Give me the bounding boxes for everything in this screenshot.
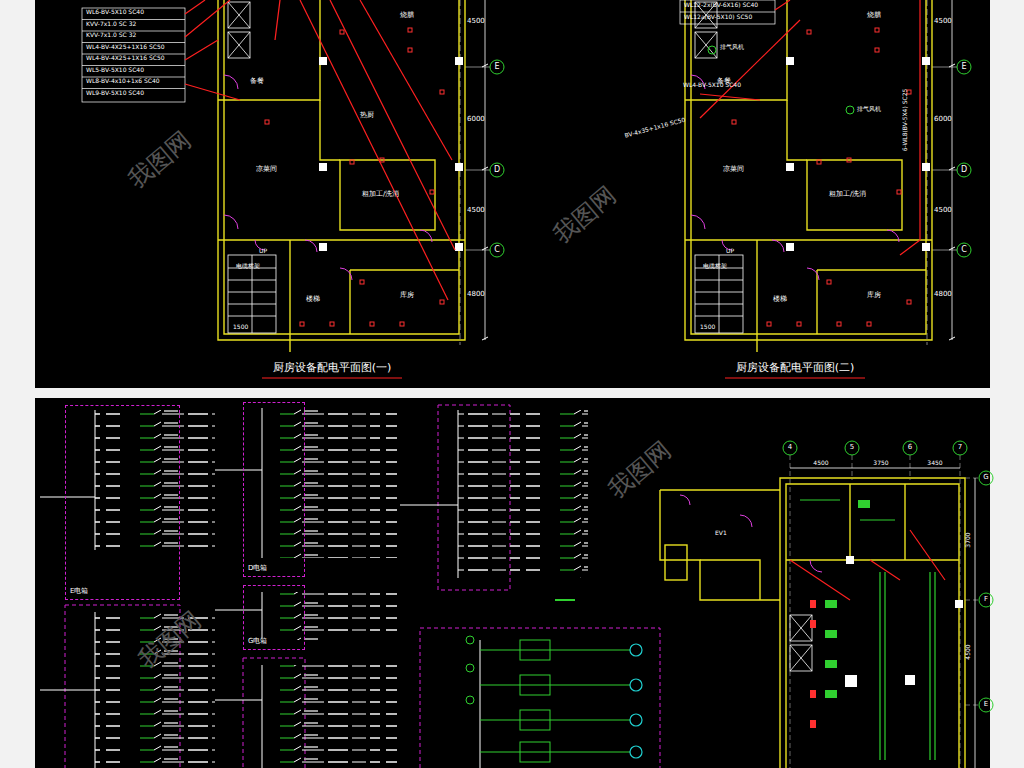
- cad-label: 备餐: [717, 78, 731, 86]
- distribution-box: D电箱: [243, 402, 305, 577]
- cad-label: WL4-BV-4X25+1X16 SC50: [86, 44, 165, 51]
- cad-label: C: [961, 246, 967, 255]
- cad-label: 厨房设备配电平面图(二): [736, 362, 855, 374]
- cad-label: 电缆桥架: [703, 263, 727, 270]
- cad-label: 3450: [927, 460, 942, 467]
- cad-label: E: [984, 701, 988, 709]
- cad-label: WL9-BV-5X10 SC40: [86, 90, 144, 97]
- cad-label: 6000: [467, 116, 485, 124]
- cad-label: 烧腊: [400, 12, 414, 20]
- cad-label: 4800: [467, 291, 485, 299]
- cad-label: 4500: [934, 18, 952, 26]
- cad-label: 3750: [873, 460, 888, 467]
- cad-label: 粗加工/洗消: [362, 191, 399, 199]
- cad-label: 4500: [467, 207, 485, 215]
- cad-label: D: [494, 166, 500, 175]
- box-label: D电箱: [247, 565, 268, 573]
- cad-label: EV1: [715, 530, 727, 537]
- cad-label: 凉菜间: [723, 166, 744, 174]
- cad-label: E: [961, 63, 966, 72]
- cad-label: C: [494, 246, 500, 255]
- box-label: G电箱: [247, 638, 268, 646]
- cad-label: WL5-BV-5X10 SC40: [86, 67, 144, 74]
- cad-label: 电缆桥架: [236, 263, 260, 270]
- cad-label: WL4-BV-5X10 SC40: [683, 82, 741, 89]
- box-label: E电箱: [69, 588, 89, 596]
- cad-label: 4: [788, 444, 792, 452]
- cad-label: D: [961, 166, 967, 175]
- cad-label: 库房: [867, 292, 881, 300]
- cad-label: 楼梯: [306, 296, 320, 304]
- cad-label: 备餐: [250, 78, 264, 86]
- cad-label: 5: [850, 444, 854, 452]
- cad-label: 热厨: [360, 112, 374, 120]
- cad-label: 排气风机: [857, 106, 881, 113]
- cad-label: 1500: [233, 324, 248, 331]
- cad-label: 1500: [700, 324, 715, 331]
- cad-label: WL4-BV-4X25+1X16 SC50: [86, 55, 165, 62]
- cad-label: UP: [259, 248, 267, 255]
- cad-label: WL8-BV-4x10+1x6 SC40: [86, 78, 160, 85]
- cad-label: WL6-BV-5X10 SC40: [86, 9, 144, 16]
- cad-label: KVV-7x1.0 SC 32: [86, 21, 136, 28]
- cad-label: E: [494, 63, 499, 72]
- cad-label: WL12-2x(BV-6X16) SC40: [684, 2, 758, 9]
- cad-label: 6000: [934, 116, 952, 124]
- cad-label: 4500: [467, 18, 485, 26]
- distribution-box: G电箱: [243, 585, 305, 650]
- cad-label: 粗加工/洗消: [829, 191, 866, 199]
- cad-label: 厨房设备配电平面图(一): [273, 362, 392, 374]
- cad-label: WL12a(BV-5X10) SC50: [684, 14, 752, 21]
- cad-label: 4500: [934, 207, 952, 215]
- cad-label: 4800: [934, 291, 952, 299]
- cad-label: 6: [908, 444, 912, 452]
- cad-label: G: [983, 474, 988, 482]
- cad-label: F: [984, 596, 988, 604]
- cad-label: 库房: [400, 292, 414, 300]
- cad-label: 排气风机: [720, 44, 744, 51]
- cad-label: 4500: [965, 644, 972, 659]
- cad-label: 烧腊: [867, 12, 881, 20]
- cad-label: 楼梯: [773, 296, 787, 304]
- cad-label: 7: [958, 444, 962, 452]
- cad-label: 3700: [965, 532, 972, 547]
- distribution-box: E电箱: [65, 405, 180, 600]
- cad-label: KVV-7x1.0 SC 32: [86, 32, 136, 39]
- cad-label: 凉菜间: [256, 166, 277, 174]
- cad-label: 6-WL8(BV-5X4) SC25: [902, 89, 909, 152]
- cad-label: UP: [726, 248, 734, 255]
- cad-label: 4500: [813, 460, 828, 467]
